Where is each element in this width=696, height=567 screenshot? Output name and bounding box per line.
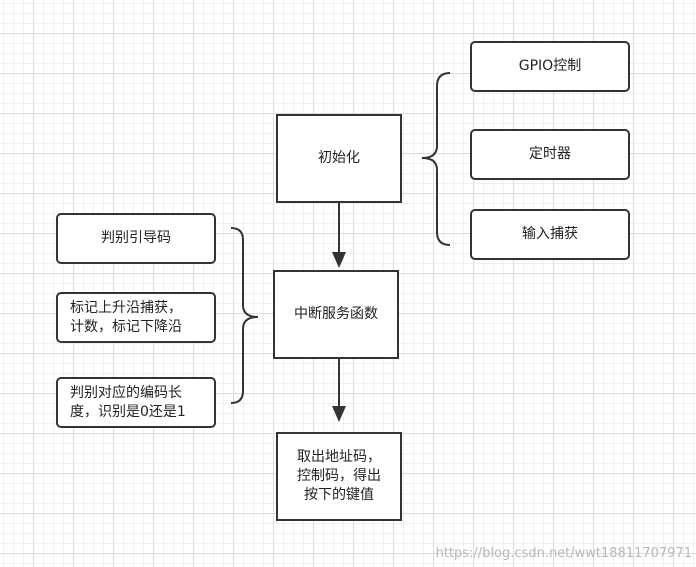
- edge-capture-node: 标记上升沿捕获， 计数，标记下降沿: [56, 292, 216, 343]
- leader-code-node: 判别引导码: [56, 213, 216, 264]
- bit-decode-label: 判别对应的编码长 度，识别是0还是1: [70, 384, 186, 420]
- isr-label: 中断服务函数: [294, 306, 378, 323]
- gpio-node: GPIO控制: [470, 41, 630, 92]
- gpio-label: GPIO控制: [518, 58, 582, 75]
- edge-capture-label: 标记上升沿捕获， 计数，标记下降沿: [70, 299, 182, 335]
- brace-init-children: [421, 72, 451, 246]
- leader-code-label: 判别引导码: [101, 230, 171, 247]
- brace-isr-children: [230, 227, 259, 404]
- watermark: https://blog.csdn.net/wwt18811707971: [435, 546, 692, 561]
- output-node: 取出地址码， 控制码，得出 按下的键值: [276, 432, 402, 521]
- arrowhead-init-to-isr: [332, 252, 346, 268]
- init-label: 初始化: [318, 150, 360, 167]
- isr-node: 中断服务函数: [273, 270, 399, 359]
- input-capture-node: 输入捕获: [470, 209, 630, 260]
- input-capture-label: 输入捕获: [522, 226, 578, 243]
- output-label: 取出地址码， 控制码，得出 按下的键值: [297, 449, 381, 503]
- bit-decode-node: 判别对应的编码长 度，识别是0还是1: [56, 377, 216, 428]
- timer-node: 定时器: [470, 129, 630, 180]
- timer-label: 定时器: [529, 146, 571, 163]
- init-node: 初始化: [276, 114, 402, 203]
- arrowhead-isr-to-output: [332, 406, 346, 422]
